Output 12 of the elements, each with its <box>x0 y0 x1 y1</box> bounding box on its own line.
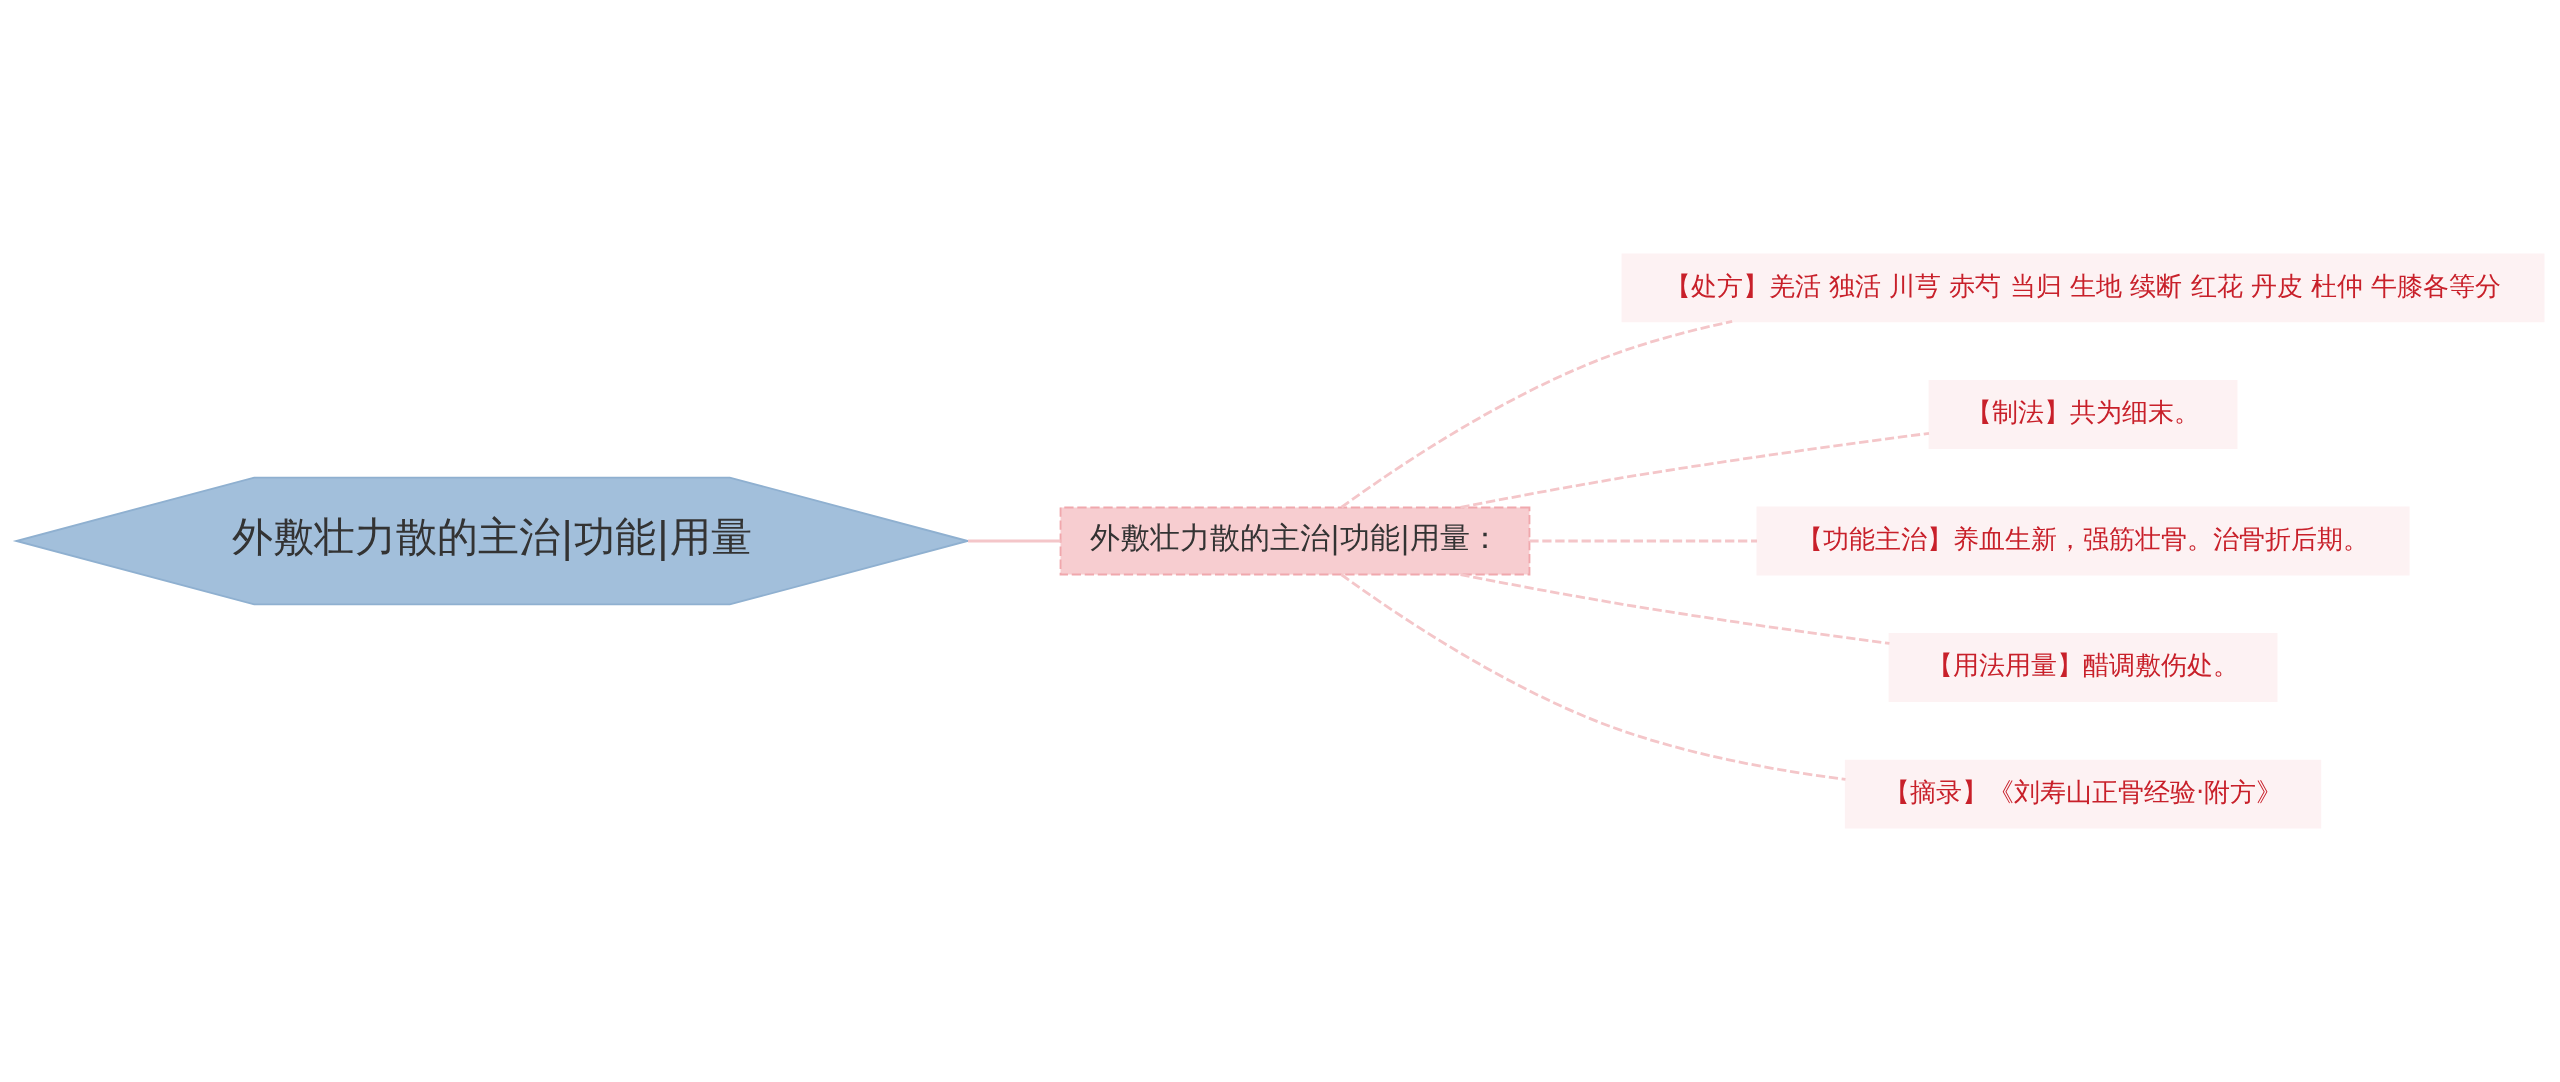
connector <box>1340 573 1846 781</box>
node-box: 【功能主治】养血生新，强筋壮骨。治骨折后期。 <box>1756 506 2410 576</box>
connector <box>968 539 1061 543</box>
connector <box>1460 573 1890 645</box>
node-box: 【制法】共为细末。 <box>1928 380 2238 449</box>
connector <box>1460 431 1930 509</box>
connector <box>1529 539 1758 543</box>
node-box: 【摘录】《刘寿山正骨经验·附方》 <box>1844 759 2322 829</box>
node-box: 【用法用量】醋调敷伤处。 <box>1888 633 2278 702</box>
connector <box>1340 320 1733 509</box>
node-box: 【处方】羌活 独活 川芎 赤芍 当归 生地 续断 红花 丹皮 杜仲 牛膝各等分 <box>1621 253 2545 323</box>
node-box: 外敷壮力散的主治|功能|用量： <box>1059 506 1531 576</box>
